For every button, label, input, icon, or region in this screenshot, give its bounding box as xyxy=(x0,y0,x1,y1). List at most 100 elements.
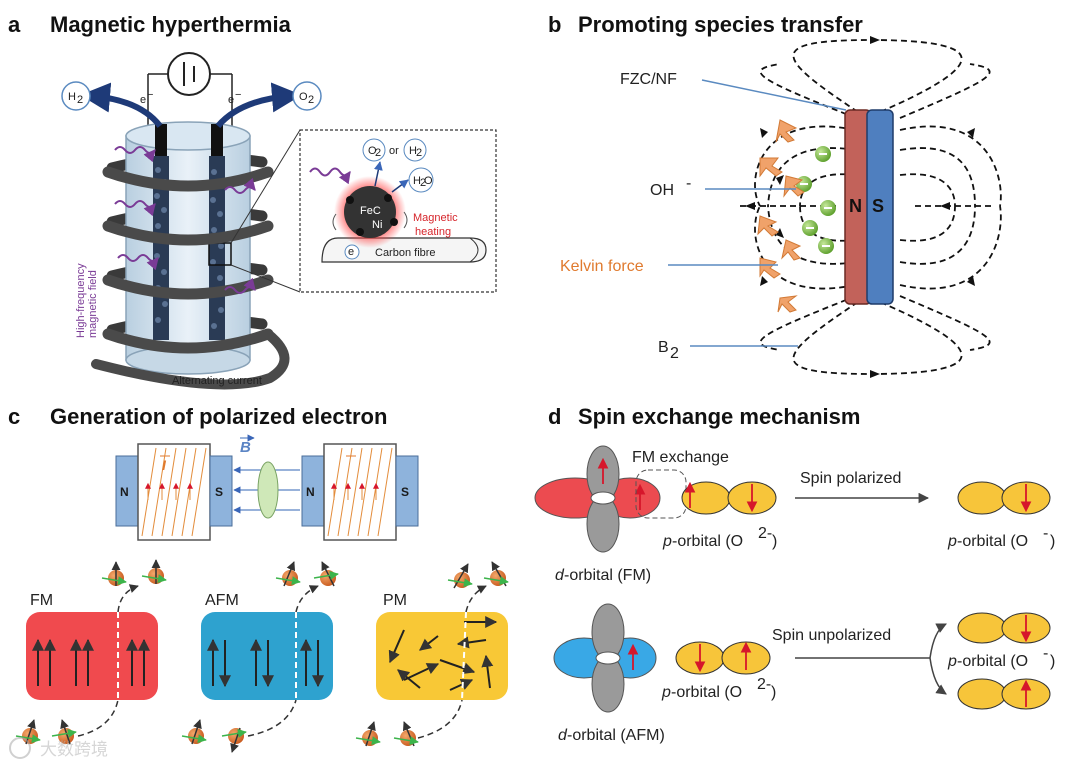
afm-spin-arrows xyxy=(207,638,324,688)
p-o-bottom-end: ) xyxy=(1050,653,1055,670)
p-orbital-o2-top xyxy=(681,481,777,515)
field-arrows xyxy=(745,36,975,378)
fec-label: FeC xyxy=(360,205,381,217)
panel-c-letter: c xyxy=(8,404,20,429)
e-right-label: e xyxy=(228,94,234,106)
p-o2-top-end: ) xyxy=(772,533,777,550)
panel-d-title: Spin exchange mechanism xyxy=(578,404,860,429)
d-afm-italic: d xyxy=(558,727,568,744)
magnet-s2-label: S xyxy=(401,485,409,499)
e-right-sup: − xyxy=(235,89,241,101)
watermark: 大数跨境 xyxy=(9,737,108,759)
e-left-sup: − xyxy=(147,89,153,101)
p-o-top-label: -orbital (O xyxy=(957,533,1028,550)
magnet-n2-label: N xyxy=(306,485,315,499)
p-o2-bottom-sup: 2- xyxy=(757,676,771,693)
p-orbital-o-top xyxy=(957,481,1051,515)
d-orbital-afm xyxy=(553,603,657,713)
inset-o2-bubble xyxy=(362,138,386,162)
fec-particle xyxy=(344,186,396,238)
d-afm-label: -orbital (AFM) xyxy=(567,727,665,744)
inset-h2o-bubble xyxy=(408,167,434,193)
pm-spin-arrows xyxy=(388,616,498,691)
p-o-top-italic: p xyxy=(947,533,957,550)
electron-paths xyxy=(117,611,467,701)
carbon-fibre-label: Carbon fibre xyxy=(375,247,436,259)
inset-o2-sub: 2 xyxy=(375,147,381,159)
fm-exchange-label: FM exchange xyxy=(632,449,729,466)
d-fm-label: -orbital (FM) xyxy=(564,567,651,584)
spin-unpolarized-label: Spin unpolarized xyxy=(772,627,891,644)
panel-d-letter: d xyxy=(548,404,561,429)
p-o-bottom-label: -orbital (O xyxy=(957,653,1028,670)
o2-out-arrow xyxy=(215,82,302,129)
magnet-n-label: N xyxy=(849,196,862,216)
p-orbital-o-bottom-a xyxy=(957,612,1051,644)
p-o-top-sup: - xyxy=(1043,525,1048,542)
field-label-line2: magnetic field xyxy=(87,270,99,338)
magnet-assembly-right: N S xyxy=(301,443,419,541)
alternating-current-label: Alternating current xyxy=(172,375,262,387)
o2-bubble xyxy=(292,81,322,111)
electrode-left xyxy=(153,124,169,340)
p-o2-bottom-label: -orbital (O xyxy=(671,684,742,701)
panel-d: d Spin exchange mechanism FM exchange p … xyxy=(534,404,1055,744)
panel-a: a Magnetic hyperthermia e − e − xyxy=(8,12,497,390)
b2-label: B xyxy=(658,339,669,356)
ni-label: Ni xyxy=(372,219,382,231)
inset-h2-sub: 2 xyxy=(416,147,422,159)
inset-e-label: e xyxy=(348,246,354,258)
pm-block xyxy=(376,612,508,700)
kelvin-force-arrows xyxy=(757,119,805,313)
electrolysis-cell xyxy=(125,121,251,375)
p-o2-bottom-end: ) xyxy=(771,684,776,701)
h2-sub: 2 xyxy=(77,94,83,106)
oh-ions xyxy=(796,146,836,254)
panel-b: b Promoting species transfer xyxy=(548,12,1002,378)
panel-c-title: Generation of polarized electron xyxy=(50,404,387,429)
current-i-label: I xyxy=(162,457,167,473)
p-o2-top-italic: p xyxy=(662,533,672,550)
panel-a-letter: a xyxy=(8,12,21,37)
magnet-south xyxy=(866,109,894,305)
magnet-s-label: S xyxy=(872,196,884,216)
d-fm-italic: d xyxy=(555,567,565,584)
magnetic-field-waves xyxy=(114,146,256,294)
inset-e-bubble xyxy=(344,244,360,260)
inset-h2-label: H xyxy=(409,145,417,157)
panel-a-title: Magnetic hyperthermia xyxy=(50,12,292,37)
p-orbital-o2-bottom xyxy=(675,641,771,675)
oh-label: OH xyxy=(650,182,674,199)
field-label-line1: High-frequency xyxy=(75,263,87,338)
oh-sup: - xyxy=(686,175,691,192)
p-orbital-o-bottom-b xyxy=(957,678,1051,710)
pm-label: PM xyxy=(383,592,407,609)
p-o2-top-sup: 2- xyxy=(758,525,772,542)
fm-spin-arrows xyxy=(32,638,150,686)
inset-o2-label: O xyxy=(368,145,377,157)
d-orbital-fm xyxy=(534,445,661,553)
watermark-text: 大数跨境 xyxy=(40,740,108,759)
h2-bubble xyxy=(61,81,91,111)
magnetic-heating-line2: heating xyxy=(415,226,451,238)
h2-label: H xyxy=(68,91,76,103)
b2-sub: 2 xyxy=(670,345,679,362)
p-o2-bottom-italic: p xyxy=(661,684,671,701)
p-o-top-end: ) xyxy=(1050,533,1055,550)
spin-particles xyxy=(15,559,509,753)
fzc-nf-label: FZC/NF xyxy=(620,71,677,88)
p-o-bottom-sup: - xyxy=(1043,645,1048,662)
p-o2-top-label: -orbital (O xyxy=(672,533,743,550)
fm-label: FM xyxy=(30,592,53,609)
b-vector-label: B xyxy=(240,439,251,456)
fm-block xyxy=(26,612,158,700)
p-o-bottom-italic: p xyxy=(947,653,957,670)
panel-b-title: Promoting species transfer xyxy=(578,12,863,37)
panel-b-letter: b xyxy=(548,12,561,37)
spin-filter-lens xyxy=(257,461,279,519)
inset-or-label: or xyxy=(389,145,399,157)
inset-h2-bubble xyxy=(403,138,427,162)
o2-sub: 2 xyxy=(308,94,314,106)
spin-polarized-label: Spin polarized xyxy=(800,470,901,487)
